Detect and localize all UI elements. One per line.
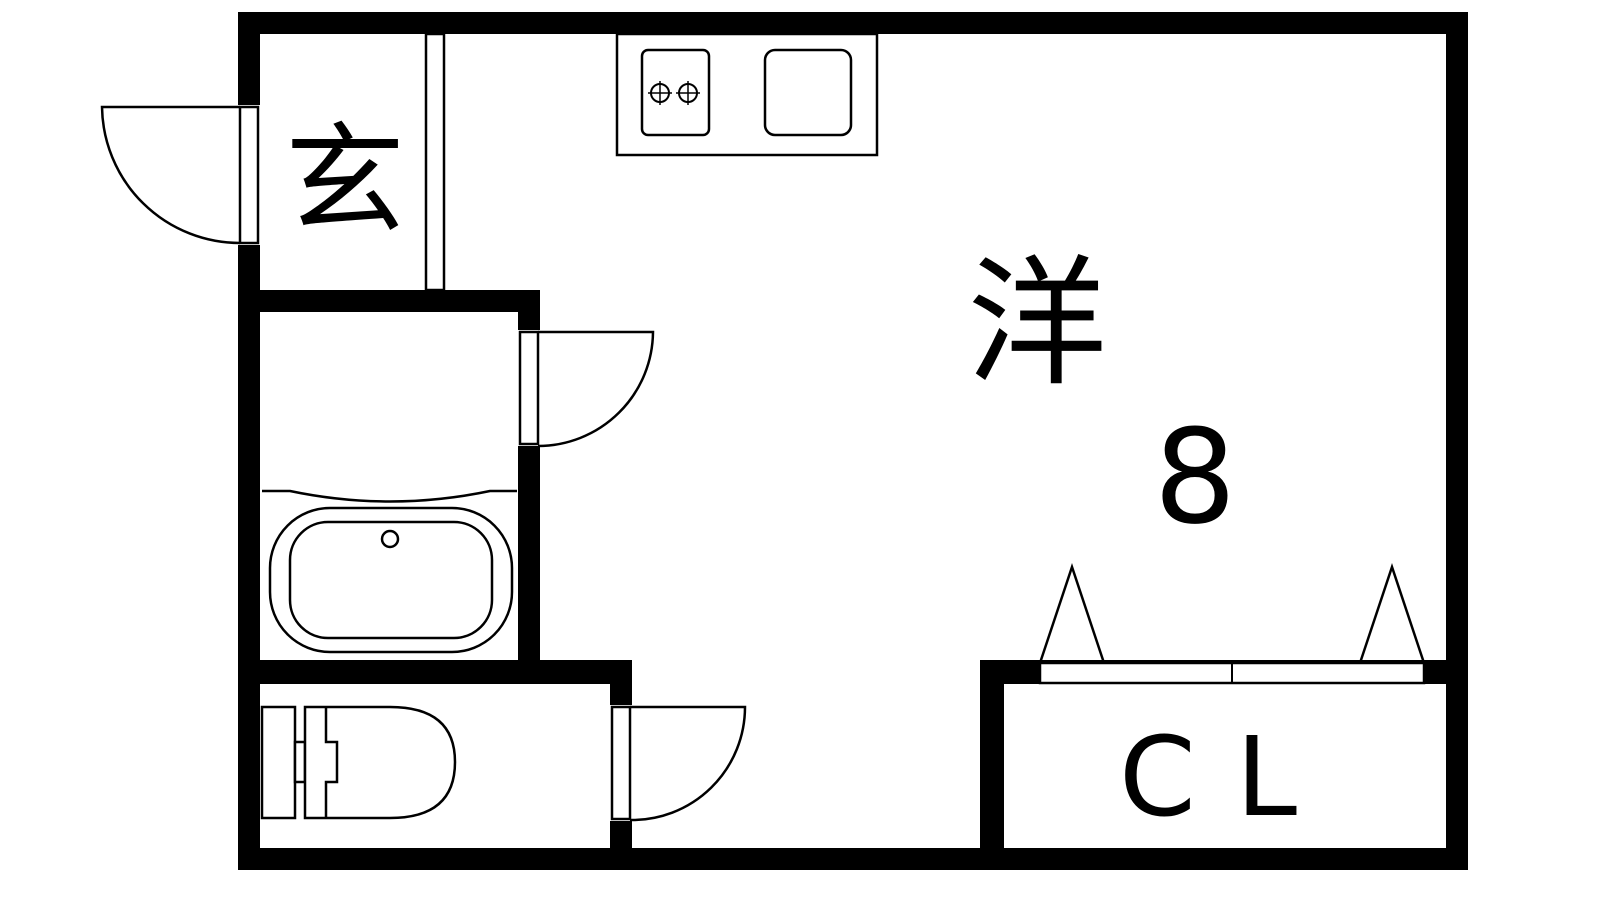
entrance-partition xyxy=(424,32,446,292)
kitchen-counter xyxy=(615,32,879,157)
toilet-door xyxy=(608,705,747,822)
bathroom-door xyxy=(516,330,655,448)
western-room-label: 洋 xyxy=(967,243,1107,406)
toilet-icon xyxy=(260,705,457,820)
outer-walls xyxy=(238,12,1468,870)
room-size-label: 8 xyxy=(1154,401,1237,553)
closet-label: CL xyxy=(1119,713,1337,841)
entrance-label: 玄 xyxy=(285,112,405,251)
entrance-door xyxy=(100,105,262,245)
bathtub-icon xyxy=(262,489,517,654)
stove-icon xyxy=(640,48,711,137)
closet-doors xyxy=(1038,563,1426,685)
sink-icon xyxy=(763,48,853,137)
